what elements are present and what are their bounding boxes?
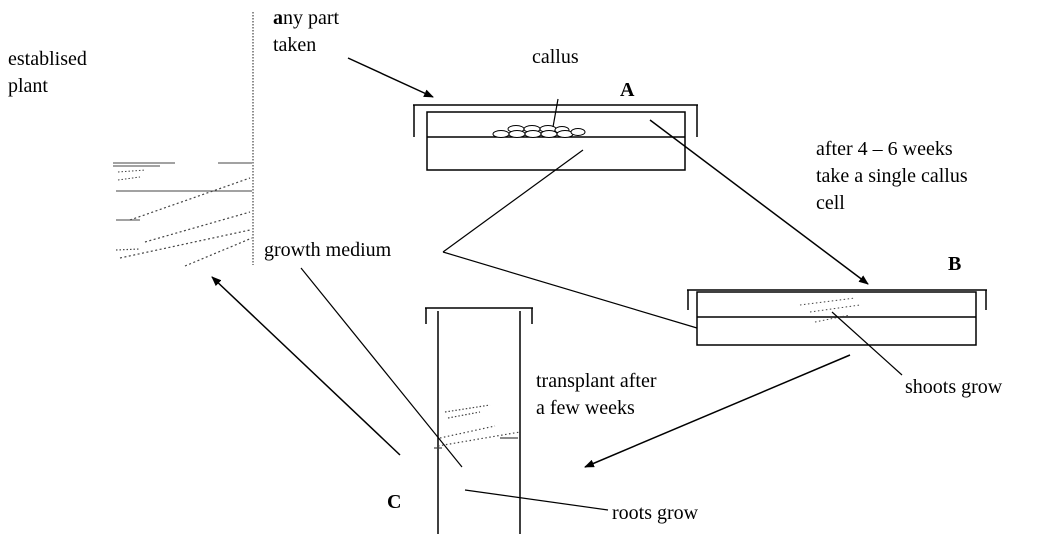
growth-medium-pointer-c [300, 267, 463, 468]
any-part-bold-letter: a [273, 7, 283, 29]
callus-cells [492, 125, 586, 138]
established-plant-sketch [113, 12, 254, 267]
arrow-dish-b-to-tube-c [584, 354, 851, 468]
culture-tube-c [425, 307, 533, 534]
established-plant-label: establised plant [8, 48, 87, 97]
shoots-grow-pointer [831, 311, 903, 376]
growth-medium-label: growth medium [264, 239, 392, 261]
arrow-dish-a-to-dish-b [649, 119, 869, 285]
shoots-grow-label: shoots grow [905, 376, 1003, 398]
stage-c-label: C [387, 491, 402, 513]
stage-b-label: B [948, 253, 962, 275]
petri-dish-b [687, 289, 987, 346]
callus-pointer [552, 98, 559, 128]
arrow-part-to-dish-a [347, 57, 434, 98]
pointer-lines [300, 98, 903, 511]
shoots-sketch [799, 297, 861, 323]
transplant-label: transplant after a few weeks [536, 370, 657, 419]
growth-medium-pointer-b [442, 251, 698, 329]
arrow-tube-c-to-plant [211, 276, 401, 456]
callus-label: callus [532, 46, 579, 68]
roots-grow-pointer [464, 489, 609, 511]
growth-medium-pointer-a [442, 149, 584, 253]
roots-grow-label: roots grow [612, 502, 699, 524]
any-part-taken-label: any part taken [273, 7, 340, 56]
stage-a-label: A [620, 79, 635, 101]
after-weeks-label: after 4 – 6 weeks take a single callus c… [816, 138, 968, 214]
arrows [211, 57, 869, 468]
medium-boundary-c [434, 404, 521, 449]
